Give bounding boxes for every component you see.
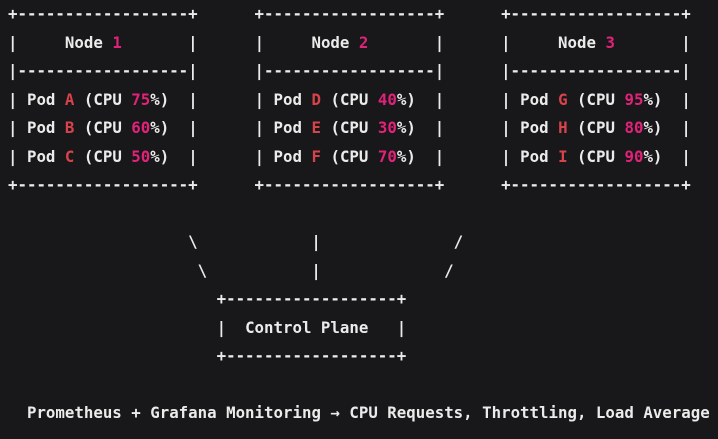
- cpu-label: (CPU: [567, 118, 625, 137]
- blank-row: [8, 200, 718, 229]
- ascii-text: [8, 403, 27, 422]
- nodes-divider-row: |------------------| |------------------…: [8, 57, 718, 86]
- node-title: | Node: [501, 32, 606, 52]
- cpu-label: (CPU: [74, 146, 132, 166]
- node-number: 1: [112, 32, 122, 52]
- pod-label: | Pod: [501, 89, 559, 109]
- pod-label: | Pod: [501, 118, 559, 137]
- pod-label: | Pod: [8, 89, 65, 109]
- pod-cpu-value: 95: [624, 89, 644, 109]
- ascii-text: [198, 90, 255, 109]
- pod-cpu-value: 70: [377, 146, 397, 166]
- ascii-text: [444, 33, 501, 52]
- control-plane-row: | Control Plane |: [8, 314, 718, 343]
- node-number: 3: [605, 32, 615, 52]
- footer-caption-row: Prometheus + Grafana Monitoring → CPU Re…: [8, 399, 718, 428]
- ascii-text: %) |: [643, 118, 691, 137]
- cpu-label: (CPU: [320, 146, 378, 166]
- connector-lines: \ | /: [8, 232, 464, 251]
- ascii-cluster-diagram: +------------------+ +------------------…: [8, 0, 718, 428]
- pod-cpu-value: 50: [131, 146, 151, 166]
- pods-row-3: | Pod C (CPU 50%) | | Pod F (CPU 70%) | …: [8, 143, 718, 172]
- node-title: | Node: [254, 32, 359, 52]
- nodes-title-row: | Node 1 | | Node 2 | | Node 3 |: [8, 29, 718, 58]
- pods-row-2: | Pod B (CPU 60%) | | Pod E (CPU 30%) | …: [8, 114, 718, 143]
- ascii-text: [444, 118, 501, 137]
- footer-text: Prometheus + Grafana Monitoring → CPU Re…: [26, 403, 710, 422]
- ascii-text: [444, 147, 501, 166]
- pod-label: | Pod: [8, 118, 65, 137]
- ascii-text: |: [368, 317, 407, 337]
- pod-id: F: [311, 146, 321, 166]
- ascii-text: |: [8, 317, 246, 337]
- pod-label: | Pod: [254, 146, 312, 166]
- pod-id: A: [64, 89, 75, 109]
- cpu-label: (CPU: [567, 146, 625, 166]
- pod-cpu-value: 90: [624, 146, 644, 166]
- pod-id: H: [558, 118, 568, 137]
- ascii-text: +------------------+: [8, 346, 407, 365]
- connector-row-2: \ | /: [8, 257, 718, 286]
- cpu-label: (CPU: [320, 89, 378, 109]
- control-plane-label: Control Plane: [245, 317, 369, 337]
- pod-cpu-value: 75: [131, 89, 151, 109]
- ascii-text: |------------------| |------------------…: [8, 61, 691, 80]
- ascii-text: %) |: [396, 118, 445, 137]
- pods-row-1: | Pod A (CPU 75%) | | Pod D (CPU 40%) | …: [8, 86, 718, 115]
- ascii-text: |: [368, 32, 445, 52]
- control-plane-bottom-border: +------------------+: [8, 342, 718, 371]
- nodes-bottom-border: +------------------+ +------------------…: [8, 171, 718, 200]
- ascii-text: |: [121, 32, 198, 52]
- pod-label: | Pod: [254, 118, 312, 137]
- pod-id: C: [64, 146, 75, 166]
- ascii-text: [198, 118, 255, 137]
- pod-cpu-value: 30: [377, 118, 397, 137]
- control-plane-top-border: +------------------+: [8, 285, 718, 314]
- ascii-text: +------------------+ +------------------…: [8, 4, 691, 23]
- pod-cpu-value: 80: [624, 118, 644, 137]
- cpu-label: (CPU: [567, 89, 625, 109]
- ascii-text: %) |: [396, 89, 445, 109]
- pod-id: E: [311, 118, 321, 137]
- pod-id: I: [558, 146, 568, 166]
- pod-id: D: [311, 89, 321, 109]
- cpu-label: (CPU: [74, 89, 132, 109]
- blank-row: [8, 371, 718, 400]
- ascii-text: %) |: [150, 89, 198, 109]
- ascii-text: %) |: [150, 146, 198, 166]
- pod-id: G: [558, 89, 568, 109]
- ascii-text: %) |: [643, 146, 691, 166]
- pod-cpu-value: 60: [131, 118, 151, 137]
- ascii-text: %) |: [643, 89, 691, 109]
- ascii-text: %) |: [150, 118, 198, 137]
- ascii-text: [444, 90, 501, 109]
- ascii-text: [198, 147, 255, 166]
- ascii-text: +------------------+ +------------------…: [8, 175, 691, 194]
- pod-label: | Pod: [254, 89, 312, 109]
- ascii-text: [198, 33, 255, 52]
- ascii-text: +------------------+: [8, 289, 407, 308]
- ascii-text: |: [614, 32, 691, 52]
- cpu-label: (CPU: [74, 118, 132, 137]
- connector-lines: \ | /: [8, 260, 454, 280]
- ascii-text: %) |: [396, 146, 445, 166]
- cpu-label: (CPU: [320, 118, 378, 137]
- pod-cpu-value: 40: [377, 89, 397, 109]
- connector-row-1: \ | /: [8, 228, 718, 257]
- pod-label: | Pod: [8, 146, 65, 166]
- pod-id: B: [64, 118, 75, 137]
- pod-label: | Pod: [501, 146, 559, 166]
- node-number: 2: [358, 32, 369, 52]
- nodes-top-border: +------------------+ +------------------…: [8, 0, 718, 29]
- node-title: | Node: [8, 32, 113, 52]
